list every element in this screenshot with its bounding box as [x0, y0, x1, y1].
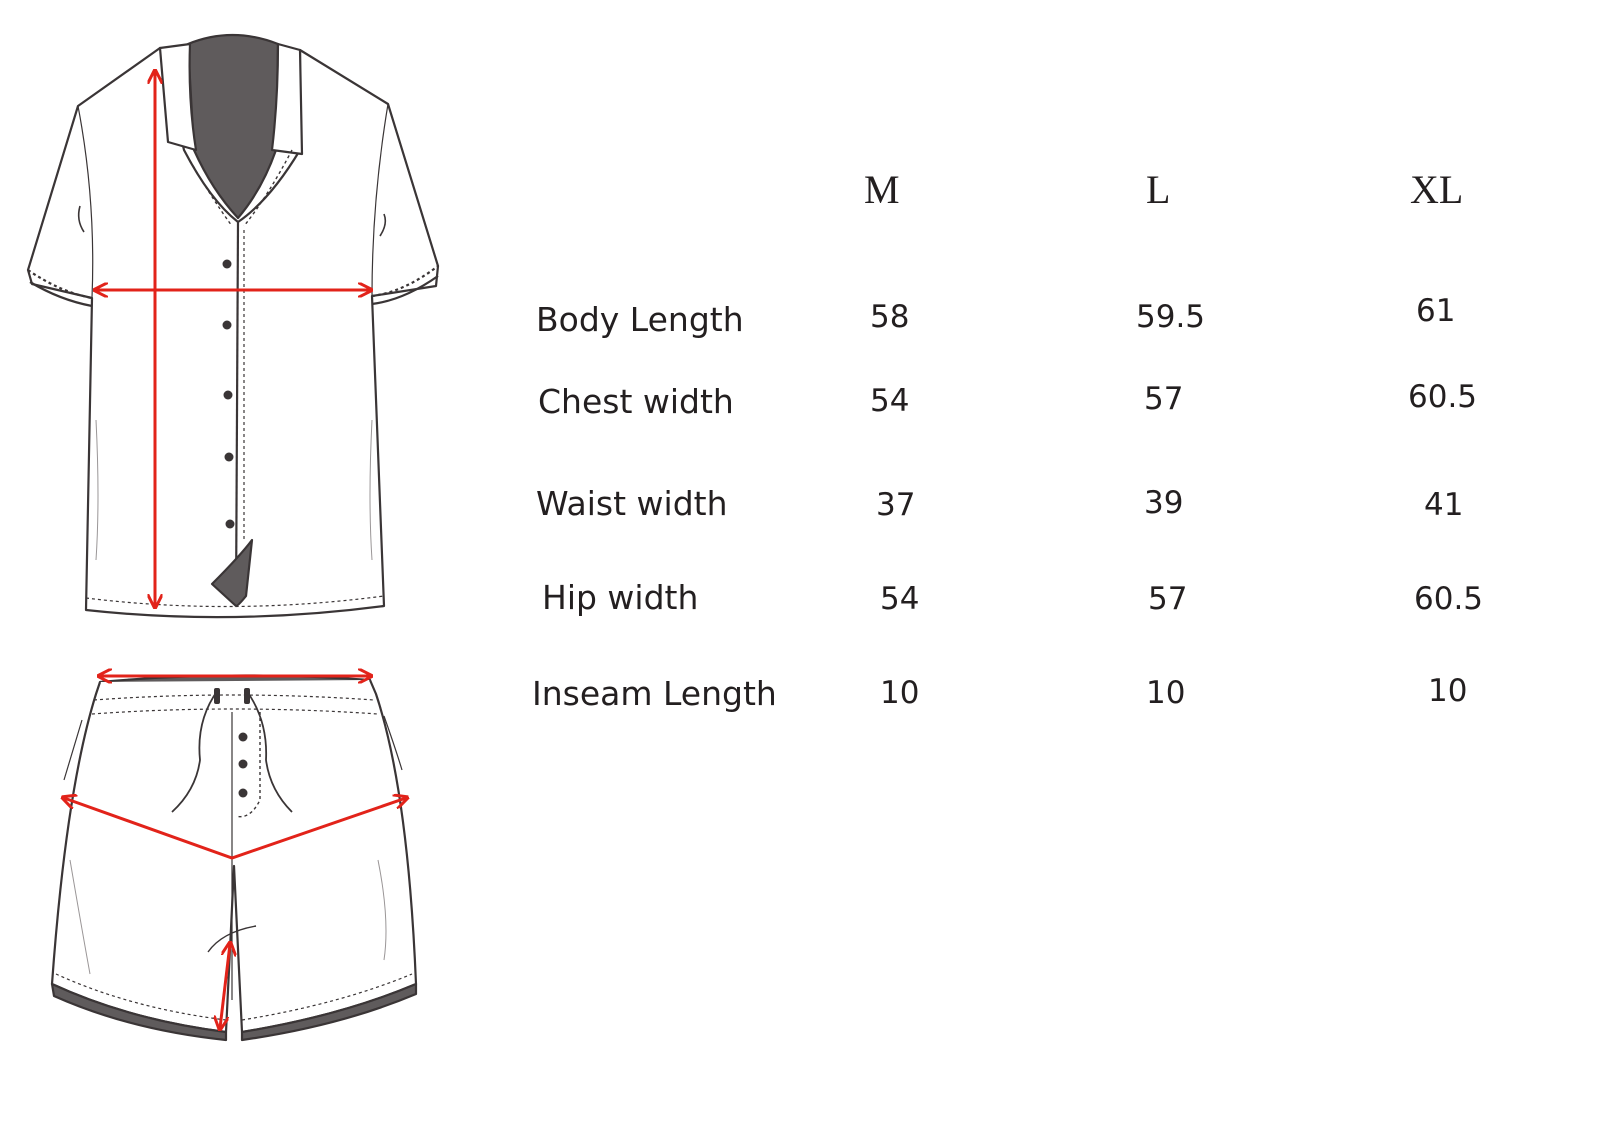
- shorts-measure-lines: [64, 676, 406, 1028]
- body-length-l: 59.5: [1136, 299, 1206, 335]
- waist-width-m: 37: [876, 487, 916, 523]
- row-label-chest-width: Chest width: [538, 382, 734, 421]
- chest-width-l: 57: [1144, 381, 1184, 417]
- chest-width-m: 54: [870, 383, 910, 419]
- chest-width-xl: 60.5: [1408, 379, 1478, 415]
- size-header-l: L: [1146, 167, 1171, 212]
- body-length-m: 58: [870, 299, 910, 335]
- inseam-length-l: 10: [1146, 675, 1186, 711]
- waist-width-l: 39: [1144, 485, 1184, 521]
- shirt-illustration: [26, 33, 440, 619]
- row-label-inseam-length: Inseam Length: [532, 674, 777, 713]
- hip-width-l: 57: [1148, 581, 1188, 617]
- row-label-hip-width: Hip width: [542, 578, 699, 617]
- shirt-measure-lines: [96, 72, 370, 606]
- inseam-length-xl: 10: [1428, 673, 1468, 709]
- size-header-m: M: [864, 167, 900, 212]
- shorts-buttons: [214, 688, 250, 798]
- inseam-length-m: 10: [880, 675, 920, 711]
- hip-width-m: 54: [880, 581, 920, 617]
- row-label-waist-width: Waist width: [536, 484, 728, 523]
- row-label-body-length: Body Length: [536, 300, 744, 339]
- waist-width-xl: 41: [1424, 487, 1464, 523]
- size-header-xl: XL: [1410, 167, 1464, 212]
- body-length-xl: 61: [1416, 293, 1456, 329]
- garment-illustration: [26, 33, 440, 1042]
- shirt-buttons: [222, 259, 235, 529]
- hip-width-xl: 60.5: [1414, 581, 1484, 617]
